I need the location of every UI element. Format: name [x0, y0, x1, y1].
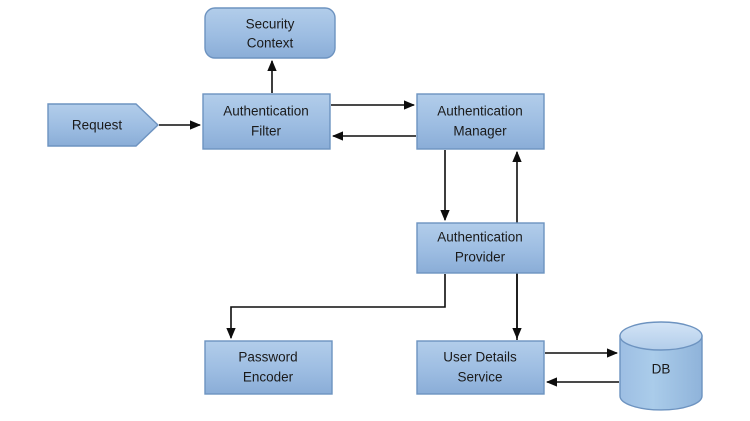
node-password-encoder[interactable]: Password Encoder [204, 340, 333, 395]
security-context-shape [204, 7, 336, 59]
node-authentication-manager[interactable]: Authentication Manager [416, 93, 545, 150]
node-db[interactable]: DB [619, 321, 703, 411]
request-label: Request [72, 118, 123, 133]
user-details-service-shape [416, 340, 545, 395]
authentication-manager-shape [416, 93, 545, 150]
request-shape [47, 103, 160, 147]
authentication-manager-label-line2: Manager [453, 124, 507, 139]
security-context-label-line2: Context [247, 36, 294, 51]
authentication-provider-label-line1: Authentication [437, 230, 523, 245]
node-authentication-filter[interactable]: Authentication Filter [202, 93, 331, 150]
node-user-details-service[interactable]: User Details Service [416, 340, 545, 395]
user-details-service-label-line1: User Details [443, 350, 517, 365]
authentication-filter-shape [202, 93, 331, 150]
node-request[interactable]: Request [47, 103, 160, 147]
edge-provider-to-password-encoder [226, 274, 446, 340]
password-encoder-shape [204, 340, 333, 395]
password-encoder-label-line2: Encoder [243, 370, 294, 385]
node-security-context[interactable]: Security Context [204, 7, 336, 59]
password-encoder-label-line1: Password [238, 350, 297, 365]
authentication-provider-label-line2: Provider [455, 250, 506, 265]
authentication-filter-label-line2: Filter [251, 124, 282, 139]
db-label: DB [652, 362, 671, 377]
db-cylinder-body [619, 335, 703, 411]
user-details-service-label-line2: Service [457, 370, 502, 385]
node-authentication-provider[interactable]: Authentication Provider [416, 222, 545, 274]
authentication-filter-label-line1: Authentication [223, 104, 309, 119]
db-cylinder-top [619, 321, 703, 351]
authentication-manager-label-line1: Authentication [437, 104, 523, 119]
security-context-label-line1: Security [246, 17, 295, 32]
authentication-provider-shape [416, 222, 545, 274]
